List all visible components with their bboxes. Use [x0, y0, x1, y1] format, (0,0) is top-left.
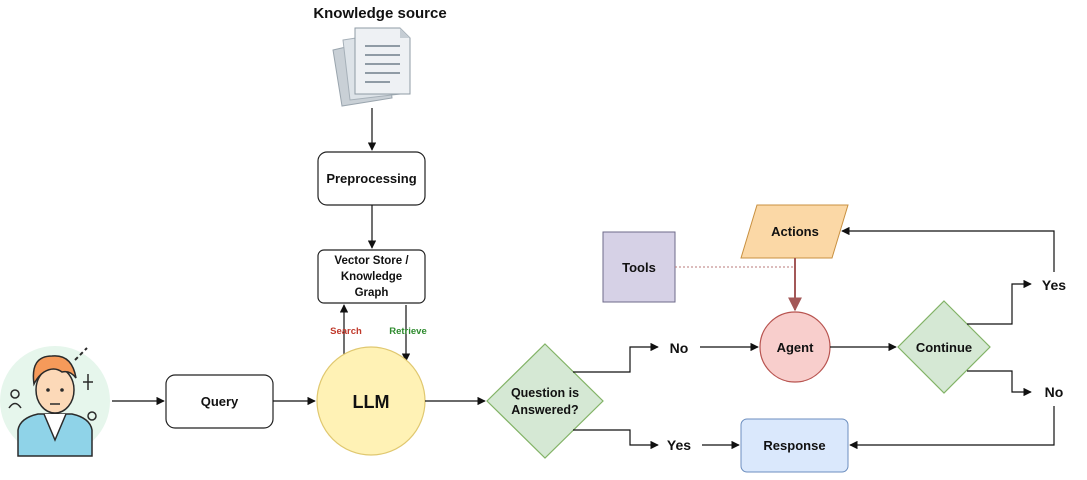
- retrieve-label: Retrieve: [389, 326, 427, 337]
- tools-label: Tools: [622, 260, 656, 275]
- arrow-continue-to-yes: [967, 279, 1032, 325]
- search-label: Search: [330, 326, 362, 337]
- preprocessing-label: Preprocessing: [326, 171, 416, 186]
- user-avatar-icon: [0, 346, 110, 457]
- continue-decision-node: Continue: [897, 300, 991, 394]
- yes-label-2: Yes: [1042, 277, 1066, 293]
- documents-icon: [332, 27, 411, 107]
- vector-store-label-line-3: Graph: [355, 287, 389, 299]
- knowledge-source-title: Knowledge source: [313, 5, 446, 22]
- question-label-line-2: Answered?: [511, 403, 578, 417]
- arrow-continue-to-no: [967, 370, 1032, 397]
- llm-label: LLM: [353, 392, 390, 412]
- question-decision-node: Question is Answered?: [486, 343, 604, 459]
- arrow-question-to-no: [573, 342, 659, 373]
- response-label: Response: [763, 438, 825, 453]
- response-node: Response: [740, 418, 849, 473]
- preprocessing-node: Preprocessing: [317, 151, 426, 206]
- arrow-yes-to-actions: [841, 226, 1055, 272]
- vector-store-label-line-1: Vector Store /: [334, 255, 409, 267]
- question-label-line-1: Question is: [511, 386, 579, 400]
- vector-store-label-line-2: Knowledge: [341, 271, 402, 283]
- actions-label: Actions: [771, 224, 819, 239]
- actions-node: Actions: [740, 204, 849, 259]
- vector-store-node: Vector Store / Knowledge Graph: [317, 249, 426, 304]
- tools-node: Tools: [602, 231, 676, 303]
- agent-label: Agent: [777, 340, 815, 355]
- yes-label-1: Yes: [667, 437, 691, 453]
- query-label: Query: [201, 394, 239, 409]
- query-node: Query: [165, 374, 274, 429]
- continue-label: Continue: [916, 340, 972, 355]
- arrow-question-to-yes: [573, 429, 659, 450]
- agent-node: Agent: [759, 311, 831, 383]
- llm-node: LLM: [316, 346, 426, 456]
- arrow-no-to-response: [849, 406, 1055, 450]
- no-label-2: No: [1045, 384, 1064, 400]
- no-label-1: No: [670, 340, 689, 356]
